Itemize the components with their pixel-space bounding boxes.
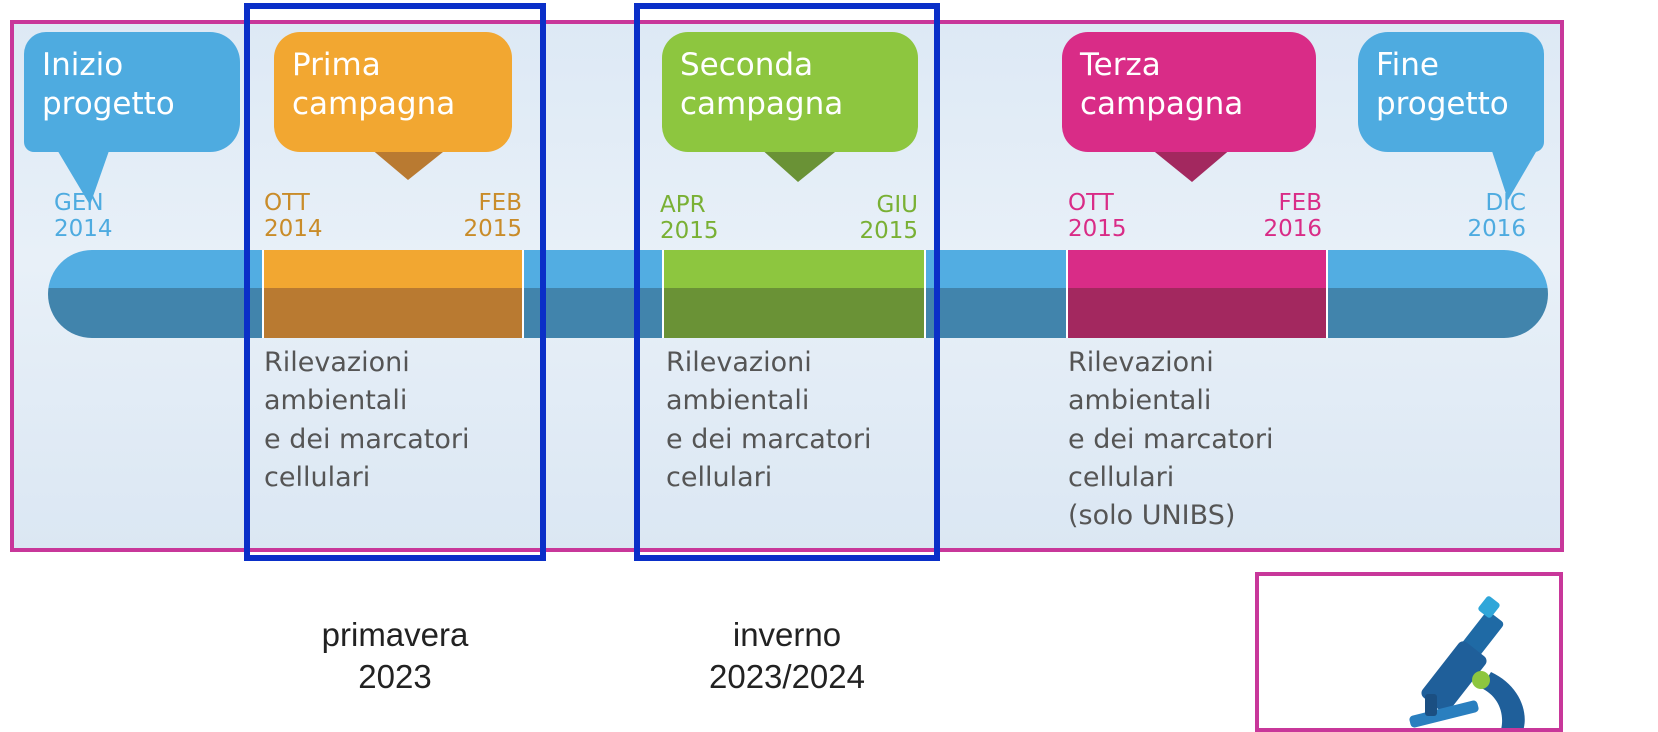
campaign-1-bar [262,250,524,338]
bubble-second-campaign-text: Seconda campagna [680,47,844,122]
date-campaign-2-end: GIU 2015 [859,192,918,245]
date-campaign-1-start: OTT 2014 [264,190,323,243]
bubble-third-campaign: Terza campagna [1062,32,1316,152]
highlight-frame-second-campaign [634,3,940,561]
microscope-icon [1409,596,1525,728]
date-start: GEN 2014 [54,190,113,243]
bubble-first-campaign: Prima campagna [274,32,512,152]
campaign-2-bar [662,250,926,338]
campaign-3-bar [1066,250,1328,338]
description-third-campaign: Rilevazioni ambientali e dei marcatori c… [1068,347,1274,532]
annotation-first-campaign: primavera 2023 [321,616,469,696]
bubble-third-campaign-text: Terza campagna [1080,47,1244,122]
bubble-project-start: Inizio progetto [24,32,240,152]
bubble-second-campaign: Seconda campagna [662,32,918,152]
bubble-project-end: Fine progetto [1358,32,1544,152]
logo-box [1255,572,1563,732]
bubble-project-start-text: Inizio progetto [42,47,175,122]
bubble-project-end-text: Fine progetto [1376,47,1509,122]
date-end: DIC 2016 [1467,190,1526,243]
date-campaign-2-start: APR 2015 [660,192,719,245]
highlight-frame-first-campaign [244,3,546,561]
description-first-campaign: Rilevazioni ambientali e dei marcatori c… [264,347,470,493]
date-campaign-1-end: FEB 2015 [463,190,522,243]
date-campaign-3-end: FEB 2016 [1263,190,1322,243]
date-campaign-3-start: OTT 2015 [1068,190,1127,243]
description-second-campaign: Rilevazioni ambientali e dei marcatori c… [666,347,872,493]
annotation-second-campaign: inverno 2023/2024 [709,616,865,696]
bubble-first-campaign-text: Prima campagna [292,47,456,122]
